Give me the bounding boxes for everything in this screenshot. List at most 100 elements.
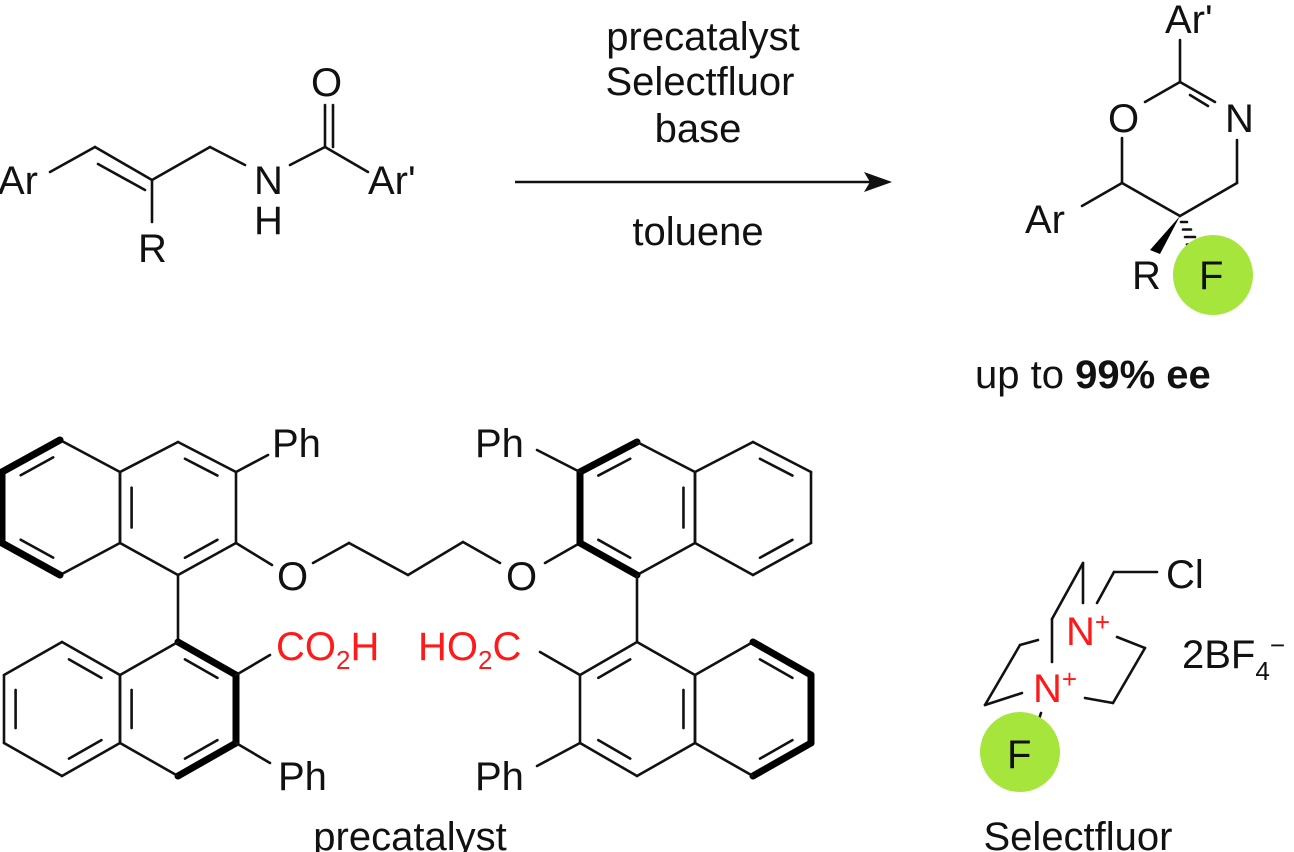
bond (208, 145, 247, 167)
ring-bond (2, 741, 64, 778)
ring-bond (749, 739, 815, 780)
substrate-h: H (254, 199, 283, 243)
double-bond-inner (758, 738, 794, 760)
bond (543, 541, 582, 565)
ring-bond (635, 640, 697, 677)
ring-bond (2, 640, 64, 677)
selectfluor-cl: Cl (1166, 553, 1204, 597)
plus-charge: + (1062, 664, 1077, 694)
precatalyst-label: precatalyst (313, 815, 506, 852)
ring-bond (0, 539, 64, 579)
ring-bond (751, 440, 813, 474)
co2h-subscript: 2 (336, 645, 350, 675)
double-bond-inner (19, 538, 55, 559)
double-bond-inner (597, 457, 632, 477)
double-bond-inner (96, 162, 147, 192)
ring-bond (60, 640, 122, 677)
selectfluor-f: F (1007, 733, 1031, 777)
bond (1115, 635, 1147, 650)
co2h-part: H (350, 625, 379, 669)
product-r: R (1132, 254, 1161, 298)
bond (535, 448, 582, 474)
ph-upper-left: Ph (272, 422, 321, 466)
plus-charge: + (1095, 607, 1110, 637)
ph-upper-right: Ph (475, 422, 524, 466)
counterion-part: 2BF (1182, 633, 1255, 677)
bonds (0, 38, 1239, 780)
ring-bond (693, 741, 755, 778)
product-n: N (1225, 97, 1254, 141)
double-bond-inner (758, 658, 794, 680)
bond (1080, 181, 1124, 208)
double-bond-inner (183, 538, 219, 560)
condition-precatalyst: precatalyst (606, 15, 799, 59)
double-bond-inner (597, 738, 632, 760)
bond (1083, 696, 1115, 705)
bond (234, 653, 272, 677)
ring-bond (635, 541, 697, 577)
bond (538, 650, 582, 677)
ho2c-part: HO (418, 625, 478, 669)
double-bond-inner (758, 538, 794, 560)
ring-bond (693, 640, 755, 677)
ring-bond (576, 539, 641, 579)
substrate-n: N (254, 159, 283, 203)
selectfluor-n-plus-bottom: N+ (1033, 664, 1077, 711)
ring-bond (174, 638, 240, 679)
substrate-o: O (311, 61, 342, 105)
co2h-part: CO (276, 625, 336, 669)
double-bond-inner (758, 457, 794, 477)
condition-base: base (655, 107, 742, 151)
double-bond-inner (67, 658, 103, 680)
ho2c-part: C (492, 625, 521, 669)
n-part: N (1033, 667, 1062, 711)
ring-bond (176, 541, 238, 577)
ether-o-right: O (506, 555, 537, 599)
bond (535, 741, 582, 768)
ph-lower-left: Ph (278, 755, 327, 799)
ring-bond (578, 741, 639, 778)
selectfluor-n-plus-top: N+ (1066, 607, 1110, 654)
ring-bond (0, 436, 64, 476)
bond (48, 145, 97, 174)
n-part: N (1066, 610, 1095, 654)
ee-note: up to 99% ee (975, 353, 1211, 397)
ring-bond (118, 640, 180, 677)
ring-bond (751, 541, 813, 577)
ring-bond (176, 440, 238, 474)
double-bond-inner (183, 457, 219, 477)
condition-selectfluor: Selectfluor (606, 60, 795, 104)
counterion-charge: − (1270, 630, 1285, 660)
bond (150, 145, 212, 182)
double-bond-inner (19, 456, 55, 477)
ho2c-subscript: 2 (478, 645, 492, 675)
ring-bond (693, 541, 755, 577)
condition-solvent: toluene (632, 210, 763, 254)
ether-o-left: O (277, 555, 308, 599)
ring-bond (749, 638, 815, 679)
product-ar: Ar (1025, 198, 1065, 242)
bond (234, 541, 274, 567)
bond (1120, 181, 1182, 218)
bond (983, 691, 1024, 707)
ring-bond (578, 640, 639, 677)
arrow-head (864, 172, 892, 192)
bond (1050, 561, 1085, 621)
double-bond-inner (183, 658, 219, 680)
ring-bond (635, 741, 697, 778)
ee-prefix: up to (975, 353, 1075, 397)
ring-bond (58, 541, 122, 577)
bond (234, 741, 272, 765)
double-bond-inner (67, 738, 103, 760)
ring-bond (118, 741, 180, 778)
counterion-subscript: 4 (1255, 656, 1269, 686)
wedge-bond (1150, 216, 1180, 254)
ring-bond (174, 739, 240, 780)
substrate-ar: Ar (0, 159, 38, 203)
counterion: 2BF4− (1182, 630, 1285, 686)
ring-bond (576, 438, 641, 476)
ring-bond (118, 541, 180, 577)
ring-bond (58, 438, 122, 474)
co2h-left: CO2H (276, 625, 379, 675)
